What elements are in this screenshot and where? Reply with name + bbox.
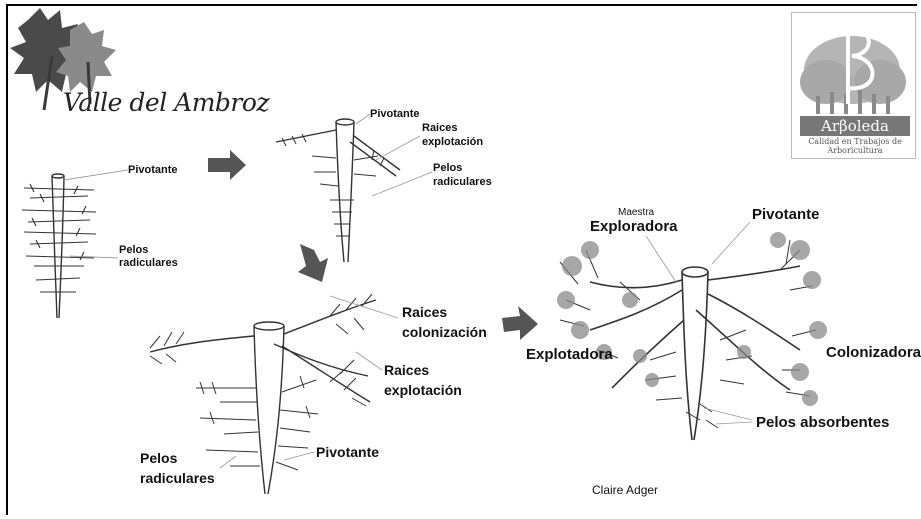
- author-credit: Claire Adger: [592, 483, 658, 497]
- arboleda-brand-name: Arβoleda: [800, 116, 910, 136]
- stage4-leaders: [646, 222, 752, 424]
- stage4-absorbent-hairs-label: Pelos absorbentes: [756, 414, 889, 431]
- stage2-exploitation-label-2: explotación: [422, 136, 483, 149]
- stage4-root: [560, 240, 816, 440]
- stage3-hairs-label-2: radiculares: [140, 470, 215, 486]
- stage3-exploitation-label-2: explotación: [384, 382, 462, 398]
- stage1-root: [22, 174, 96, 318]
- stage4-taproot-label: Pivotante: [752, 206, 820, 223]
- right-arrow-icon: [208, 150, 246, 180]
- stage2-exploitation-label-1: Raices: [422, 122, 457, 135]
- stage1-hairs-label: Pelos radiculares: [119, 244, 181, 269]
- leader-line: [64, 170, 128, 180]
- down-arrow-icon: [298, 244, 328, 282]
- stage4-exploiter-label: Explotadora: [526, 346, 613, 363]
- stage3-taproot-label: Pivotante: [316, 444, 379, 460]
- stage2-taproot-label: Pivotante: [370, 108, 420, 121]
- arboleda-brand-subtitle: Calidad en Trabajos de Arboricultura: [798, 138, 912, 156]
- stage2-root: [276, 119, 400, 262]
- stage4-colonizer-label: Colonizadora: [826, 344, 921, 361]
- valle-del-ambroz-logo-text: Valle del Ambroz: [63, 88, 269, 117]
- right-arrow-icon: [502, 306, 538, 340]
- stage3-colonization-label-1: Raices: [402, 304, 447, 320]
- stage2-hairs-label-1: Pelos: [433, 162, 462, 175]
- stage2-hairs-label-2: radiculares: [433, 176, 492, 189]
- stage3-colonization-label-2: colonización: [402, 324, 487, 340]
- stage4-explorer-label: Exploradora: [590, 218, 678, 235]
- stage1-taproot-label: Pivotante: [128, 164, 178, 177]
- stage3-root: [150, 294, 376, 494]
- stage3-hairs-label-1: Pelos: [140, 450, 177, 466]
- stage3-exploitation-label-1: Raices: [384, 362, 429, 378]
- stage4-master-label: Maestra: [618, 207, 654, 219]
